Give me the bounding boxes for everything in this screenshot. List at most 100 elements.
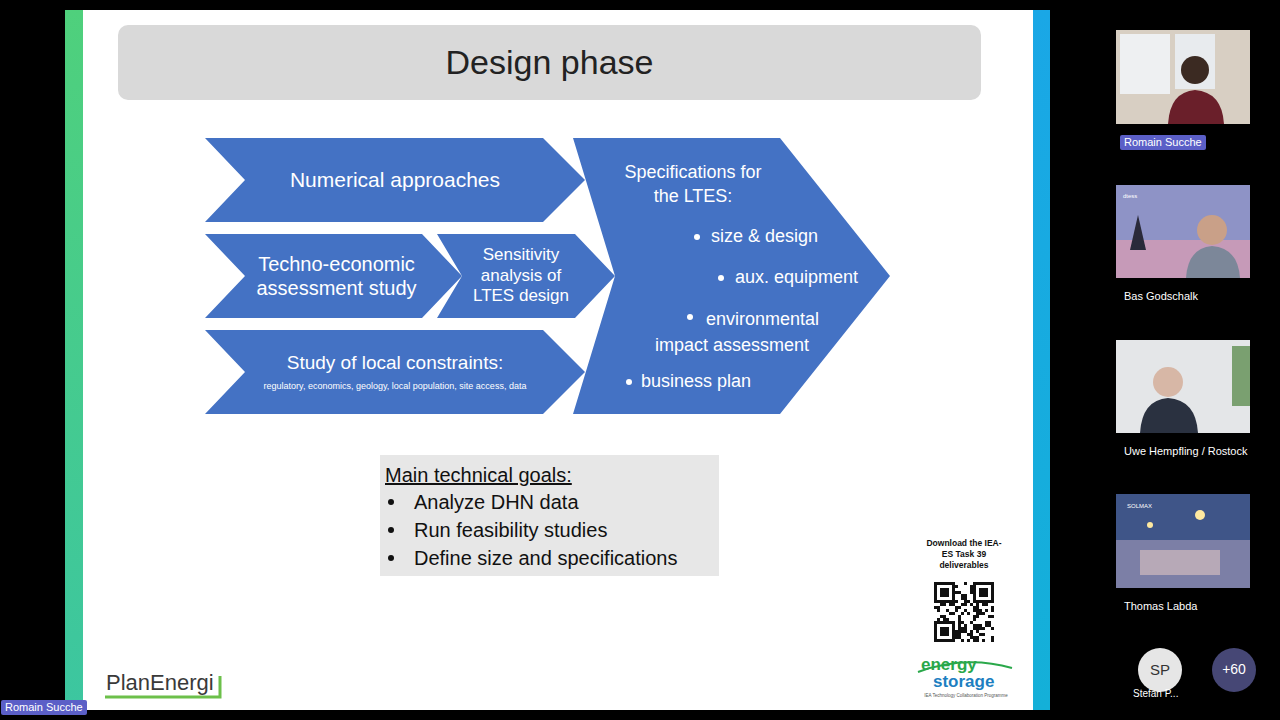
bullet-dot bbox=[388, 555, 394, 561]
qr-module bbox=[973, 615, 976, 618]
slide-stripe bbox=[65, 10, 83, 710]
node-content: Techno-economic assessment study bbox=[205, 234, 462, 318]
node-text: aux. equipment bbox=[735, 267, 885, 289]
node-heading: Study of local constraints: bbox=[287, 352, 504, 375]
qr-module bbox=[982, 612, 985, 615]
qr-module bbox=[943, 603, 946, 606]
avatar-circle bbox=[1138, 648, 1182, 692]
bullet-dot bbox=[687, 314, 693, 320]
goals-box: Main technical goals: Analyze DHN dataRun… bbox=[380, 455, 719, 576]
qr-module bbox=[985, 609, 988, 612]
qr-module bbox=[955, 585, 958, 588]
bullet-dot bbox=[694, 234, 700, 240]
qr-module bbox=[961, 597, 964, 600]
node-text: environmental impact assessment bbox=[655, 306, 833, 358]
qr-module bbox=[943, 615, 946, 618]
qr-module bbox=[955, 591, 958, 594]
node-heading: Specifications for the LTES: bbox=[618, 160, 768, 208]
qr-module bbox=[973, 582, 994, 603]
qr-module bbox=[973, 606, 976, 609]
qr-module bbox=[949, 612, 952, 615]
qr-module bbox=[958, 621, 961, 624]
qr-module bbox=[964, 597, 967, 600]
qr-module bbox=[964, 600, 967, 603]
participant-name: Romain Sucche bbox=[1120, 135, 1206, 150]
qr-module bbox=[933, 581, 996, 644]
participant-name: Thomas Labda bbox=[1124, 600, 1197, 613]
qr-module bbox=[964, 624, 967, 627]
overflow-circle bbox=[1212, 648, 1256, 692]
qr-module bbox=[958, 606, 961, 609]
avatar-initials: SP bbox=[1138, 661, 1182, 679]
node-heading: Main technical goals: bbox=[385, 463, 705, 487]
bullet-dot bbox=[718, 275, 724, 281]
qr-module bbox=[961, 627, 964, 630]
bullet-dot bbox=[388, 527, 394, 533]
chevron-box: Specifications for the LTES: size & desig… bbox=[573, 138, 890, 414]
qr-module bbox=[952, 603, 955, 606]
qr-module bbox=[961, 612, 964, 615]
qr-module bbox=[940, 588, 949, 597]
qr-module bbox=[946, 618, 949, 621]
node-shape bbox=[205, 330, 585, 414]
qr-module bbox=[991, 627, 994, 630]
slide-stripe bbox=[1033, 10, 1050, 710]
video-tile bbox=[1116, 340, 1250, 433]
node-outline bbox=[205, 234, 462, 318]
chevron-box: Numerical approaches bbox=[205, 138, 585, 222]
qr-module bbox=[958, 591, 961, 594]
qr-module bbox=[976, 585, 991, 600]
qr-module bbox=[970, 630, 973, 633]
logo-text: storage bbox=[933, 673, 994, 691]
node-text: Run feasibility studies bbox=[414, 518, 714, 542]
qr-module bbox=[943, 618, 946, 621]
qr-module bbox=[937, 618, 940, 621]
qr-module bbox=[985, 624, 988, 627]
chevron-box: Study of local constraints:regulatory, e… bbox=[205, 330, 585, 414]
qr-module bbox=[973, 636, 976, 639]
node-text: size & design bbox=[711, 226, 881, 248]
node-shape bbox=[380, 455, 719, 576]
node-text: Analyze DHN data bbox=[414, 490, 714, 514]
qr-module bbox=[988, 615, 991, 618]
qr-module bbox=[970, 603, 973, 606]
node-text: business plan bbox=[641, 371, 811, 393]
qr-module bbox=[970, 633, 973, 636]
qr-module bbox=[970, 585, 973, 588]
participant-name: Bas Godschalk bbox=[1124, 290, 1198, 303]
qr-module bbox=[970, 636, 973, 639]
qr-module bbox=[961, 594, 964, 597]
qr-module bbox=[949, 603, 952, 606]
qr-module bbox=[964, 582, 967, 585]
qr-module bbox=[991, 636, 994, 639]
qr-module bbox=[982, 633, 985, 636]
qr-module bbox=[964, 603, 967, 606]
qr-module bbox=[964, 609, 967, 612]
qr-module bbox=[973, 624, 976, 627]
qr-module bbox=[946, 609, 949, 612]
qr-module bbox=[979, 627, 982, 630]
qr-module bbox=[970, 588, 973, 591]
node-text: Define size and specifications bbox=[414, 546, 714, 570]
qr-module bbox=[976, 630, 979, 633]
qr-module bbox=[979, 633, 982, 636]
bullet-dot bbox=[388, 499, 394, 505]
qr-module bbox=[961, 630, 964, 633]
chevron-box: Techno-economic assessment study bbox=[205, 234, 462, 318]
node-heading: Numerical approaches bbox=[290, 167, 500, 192]
qr-module bbox=[979, 624, 982, 627]
qr-module bbox=[958, 633, 961, 636]
node-shape bbox=[437, 234, 615, 318]
qr-module bbox=[934, 582, 955, 603]
qr-module bbox=[958, 627, 961, 630]
qr-module bbox=[964, 627, 967, 630]
qr-module bbox=[955, 630, 958, 633]
qr-module bbox=[958, 636, 961, 639]
qr-module bbox=[982, 603, 985, 606]
qr-module bbox=[937, 609, 940, 612]
qr-module bbox=[985, 603, 988, 606]
qr-module bbox=[976, 636, 979, 639]
node-shape bbox=[573, 138, 890, 414]
qr-module bbox=[937, 606, 940, 609]
bullet-dot bbox=[626, 379, 632, 385]
